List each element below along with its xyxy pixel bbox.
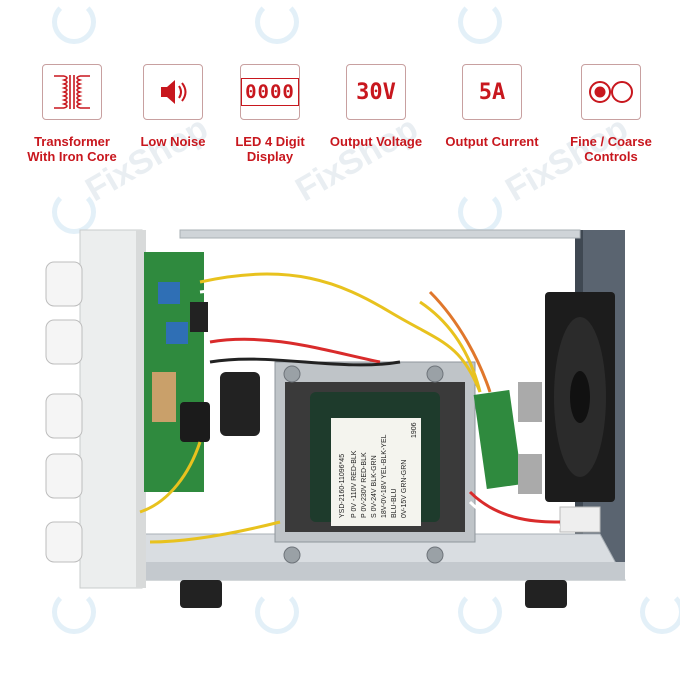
power-supply-internals-photo: YSD-2160-11096*45 P 0V -110V RED-BLK P 0…: [45, 229, 626, 608]
capacitor: [220, 372, 260, 436]
foot-left: [180, 580, 222, 608]
feature-led-display: 0000 LED 4 Digit Display: [210, 64, 330, 164]
mounting-screws: [283, 365, 444, 564]
transformer-line: BLU-BLU: [391, 488, 398, 518]
connector: [559, 506, 601, 533]
four-digit-display-icon: 0000: [240, 64, 300, 120]
speaker-icon: [143, 64, 203, 120]
feature-label: Transformer With Iron Core: [27, 134, 117, 164]
feature-low-noise: Low Noise: [113, 64, 233, 149]
watermark-logo-icon: [52, 190, 96, 234]
top-rail: [179, 229, 581, 239]
rectifier-board: [473, 389, 523, 490]
wiring: [139, 272, 561, 544]
transformer-code: 1906: [411, 422, 418, 438]
transformer-line: 18V-0V-18V YEL-BLK-YEL: [381, 434, 388, 518]
feature-row: Transformer With Iron Core Low Noise 000…: [0, 64, 680, 174]
transformer-line: P 0V-230V RED-BLK: [361, 452, 368, 518]
watermark-logo-icon: [52, 0, 96, 44]
feature-label: LED 4 Digit Display: [235, 134, 305, 164]
feature-output-voltage: 30V Output Voltage: [316, 64, 436, 149]
watermark-logo-icon: [458, 590, 502, 634]
fine-coarse-knobs-icon: [581, 64, 641, 120]
voltage-display-icon: 30V: [346, 64, 406, 120]
display-digits: 0000: [241, 78, 299, 106]
feature-label: Fine / Coarse Controls: [570, 134, 652, 164]
front-panel: [79, 229, 143, 589]
feature-fine-coarse: Fine / Coarse Controls: [551, 64, 671, 164]
feature-label: Output Current: [445, 134, 539, 149]
transformer-model: YSD-2160-11096*45: [339, 454, 346, 518]
watermark-logo-icon: [255, 0, 299, 44]
transformer-line: 0V-15V GRN-GRN: [401, 460, 408, 518]
display-voltage: 30V: [356, 79, 396, 105]
feature-label: Low Noise: [140, 134, 206, 149]
watermark-logo-icon: [255, 590, 299, 634]
front-knobs: [45, 261, 83, 563]
watermark-logo-icon: [458, 0, 502, 44]
foot-right: [525, 580, 567, 608]
current-display-icon: 5A: [462, 64, 522, 120]
watermark-logo-icon: [52, 590, 96, 634]
transformer-line: S 0V-24V BLK-GRN: [371, 455, 378, 518]
display-current: 5A: [478, 79, 506, 105]
transformer-coil-icon: [42, 64, 102, 120]
feature-output-current: 5A Output Current: [432, 64, 552, 149]
feature-label: Output Voltage: [329, 134, 423, 149]
transformer-sticker: [331, 418, 421, 526]
watermark-logo-icon: [640, 590, 680, 634]
transformer-line: P 0V -110V RED-BLK: [351, 450, 358, 518]
feature-transformer: Transformer With Iron Core: [12, 64, 132, 164]
